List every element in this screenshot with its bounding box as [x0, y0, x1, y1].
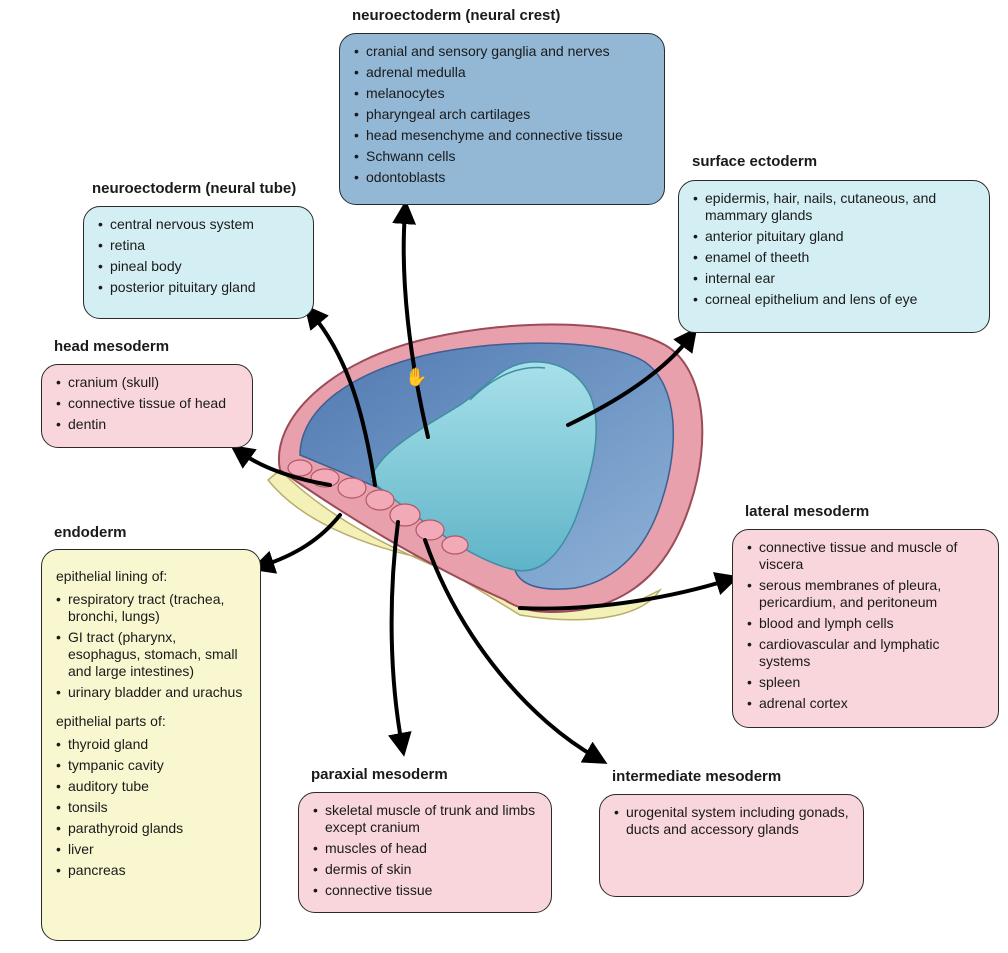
head-mesoderm-box: cranium (skull) connective tissue of hea… — [41, 364, 253, 448]
list-item: GI tract (pharynx, esophagus, stomach, s… — [56, 629, 248, 680]
list-item: skeletal muscle of trunk and limbs excep… — [313, 802, 539, 836]
arrow-to-endoderm — [250, 513, 342, 574]
list-item: spleen — [747, 674, 986, 691]
list-item: pharyngeal arch cartilages — [354, 106, 652, 123]
head-mesoderm-title: head mesoderm — [54, 338, 170, 355]
list-item: Schwann cells — [354, 148, 652, 165]
list-item: central nervous system — [98, 216, 301, 233]
arrow-to-lateral-mesoderm — [518, 572, 740, 611]
endoderm-parts-heading: epithelial parts of: — [56, 713, 166, 729]
list-item: corneal epithelium and lens of eye — [693, 291, 977, 308]
list-item: tympanic cavity — [56, 757, 248, 774]
neural-crest-box: cranial and sensory ganglia and nerves a… — [339, 33, 665, 205]
intermediate-mesoderm-box: urogenital system including gonads, duct… — [599, 794, 864, 897]
list-item: parathyroid glands — [56, 820, 248, 837]
neural-tube-box: central nervous system retina pineal bod… — [83, 206, 314, 319]
surface-ectoderm-title: surface ectoderm — [692, 153, 818, 170]
endoderm-box: epithelial lining of: respiratory tract … — [41, 549, 261, 941]
list-item: cranial and sensory ganglia and nerves — [354, 43, 652, 60]
list-item: connective tissue — [313, 882, 539, 899]
list-item: adrenal cortex — [747, 695, 986, 712]
list-item: connective tissue and muscle of viscera — [747, 539, 986, 573]
endoderm-lining-heading: epithelial lining of: — [56, 568, 168, 584]
arrow-to-neural-crest — [392, 200, 430, 439]
surface-ectoderm-box: epidermis, hair, nails, cutaneous, and m… — [678, 180, 990, 333]
list-item: epidermis, hair, nails, cutaneous, and m… — [693, 190, 977, 224]
list-item: dermis of skin — [313, 861, 539, 878]
list-item: melanocytes — [354, 85, 652, 102]
list-item: pancreas — [56, 862, 248, 879]
list-item: tonsils — [56, 799, 248, 816]
arrow-to-head-mesoderm — [230, 444, 332, 487]
arrow-to-paraxial-mesoderm — [388, 520, 412, 757]
list-item: head mesenchyme and connective tissue — [354, 127, 652, 144]
list-item: liver — [56, 841, 248, 858]
list-item: dentin — [56, 416, 240, 433]
list-item: respiratory tract (trachea, bronchi, lun… — [56, 591, 248, 625]
list-item: adrenal medulla — [354, 64, 652, 81]
paraxial-mesoderm-title: paraxial mesoderm — [311, 766, 448, 783]
endoderm-title: endoderm — [54, 524, 127, 541]
list-item: thyroid gland — [56, 736, 248, 753]
derivation-arrows — [230, 200, 740, 764]
list-item: blood and lymph cells — [747, 615, 986, 632]
neural-folds — [369, 361, 597, 572]
list-item: enamel of theeth — [693, 249, 977, 266]
lateral-mesoderm-box: connective tissue and muscle of viscera … — [732, 529, 999, 728]
list-item: anterior pituitary gland — [693, 228, 977, 245]
neural-crest-title: neuroectoderm (neural crest) — [352, 7, 561, 24]
lateral-mesoderm-title: lateral mesoderm — [745, 503, 870, 520]
list-item: retina — [98, 237, 301, 254]
intermediate-mesoderm-title: intermediate mesoderm — [612, 768, 782, 785]
list-item: connective tissue of head — [56, 395, 240, 412]
list-item: cranium (skull) — [56, 374, 240, 391]
list-item: internal ear — [693, 270, 977, 287]
embryo-illustration — [266, 323, 704, 621]
list-item: auditory tube — [56, 778, 248, 795]
list-item: cardiovascular and lymphatic systems — [747, 636, 986, 670]
list-item: urinary bladder and urachus — [56, 684, 248, 701]
arrow-to-surface-ectoderm — [566, 327, 698, 427]
arrow-to-intermediate-mesoderm — [423, 538, 608, 764]
hand-cursor-icon: ✋ — [405, 367, 428, 387]
paraxial-mesoderm-box: skeletal muscle of trunk and limbs excep… — [298, 792, 552, 913]
list-item: pineal body — [98, 258, 301, 275]
list-item: posterior pituitary gland — [98, 279, 301, 296]
neural-tube-title: neuroectoderm (neural tube) — [92, 180, 297, 197]
list-item: muscles of head — [313, 840, 539, 857]
arrow-to-neural-tube — [304, 304, 377, 487]
list-item: urogenital system including gonads, duct… — [614, 804, 851, 838]
list-item: odontoblasts — [354, 169, 652, 186]
list-item: serous membranes of pleura, pericardium,… — [747, 577, 986, 611]
